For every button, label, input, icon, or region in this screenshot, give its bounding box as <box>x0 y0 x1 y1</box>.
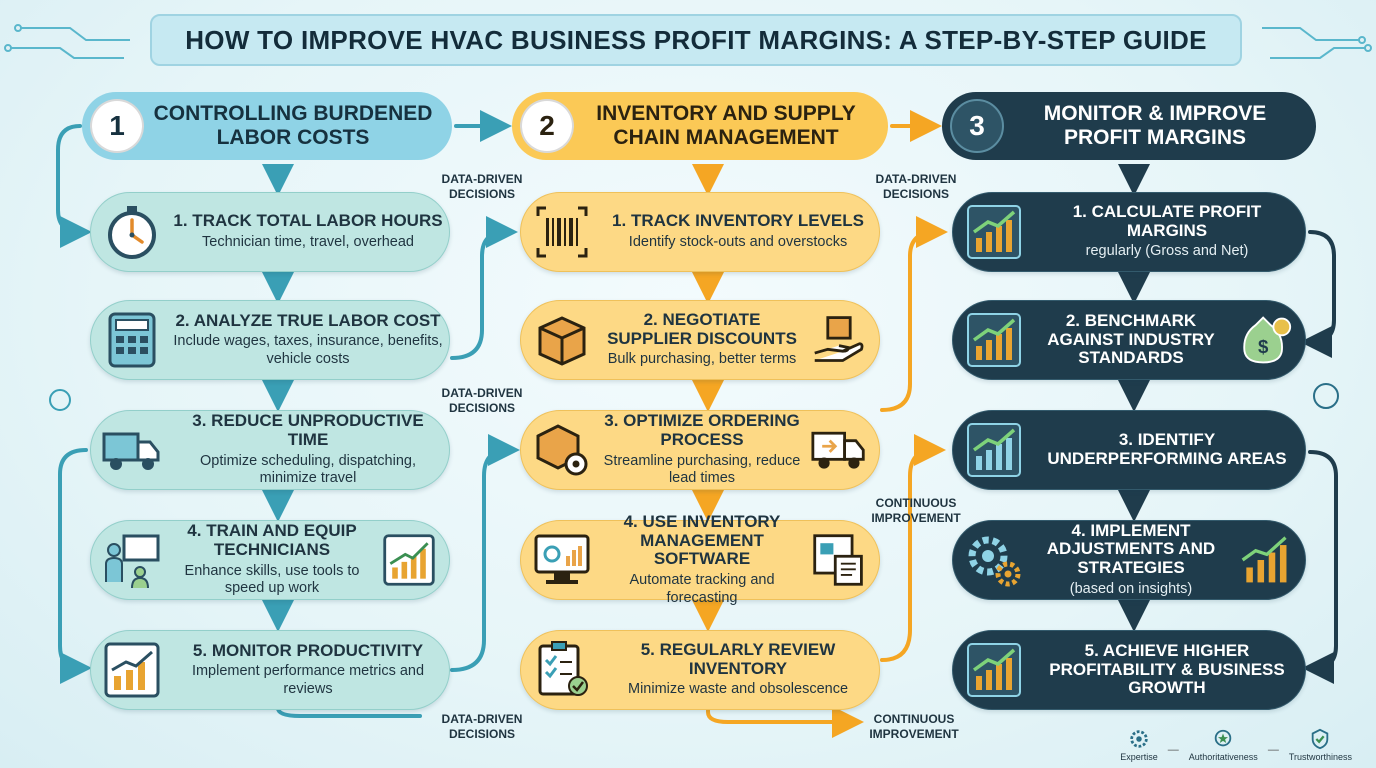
growth-chart-icon <box>959 415 1029 485</box>
step-subtitle: Enhance skills, use tools to speed up wo… <box>184 562 360 597</box>
step-title: 3. IDENTIFY UNDERPERFORMING AREAS <box>1047 430 1287 468</box>
column-header-inventory: 2 INVENTORY AND SUPPLY CHAIN MANAGEMENT <box>512 92 888 160</box>
document-window-icon <box>807 528 871 592</box>
growth-chart-icon <box>959 635 1029 705</box>
step-number-badge: 2 <box>520 99 574 153</box>
step-card-identify-underperforming: 3. IDENTIFY UNDERPERFORMING AREAS <box>952 410 1306 490</box>
growth-chart-icon <box>959 305 1029 375</box>
money-bag-icon: $ <box>1233 308 1297 372</box>
step-card-reduce-unproductive-time: 3. REDUCE UNPRODUCTIVE TIME Optimize sch… <box>90 410 450 490</box>
step-title: 3. REDUCE UNPRODUCTIVE TIME <box>192 411 424 450</box>
monitor-icon <box>527 525 597 595</box>
box-icon <box>527 305 597 375</box>
step-subtitle: Include wages, taxes, insurance, benefit… <box>173 333 443 367</box>
step-title: 1. TRACK TOTAL LABOR HOURS <box>173 211 443 231</box>
column-heading-line1: INVENTORY AND SUPPLY <box>596 101 856 125</box>
page-title: HOW TO IMPROVE HVAC BUSINESS PROFIT MARG… <box>150 14 1242 66</box>
step-title: 3. OPTIMIZE ORDERING PROCESS <box>604 411 800 450</box>
step-subtitle: Automate tracking and forecasting <box>629 572 775 606</box>
training-icon <box>97 525 167 595</box>
expertise-badge: Expertise <box>1120 728 1158 762</box>
step-subtitle: Identify stock-outs and overstocks <box>628 234 848 251</box>
step-title: 4. IMPLEMENT ADJUSTMENTS AND STRATEGIES <box>1046 520 1216 578</box>
report-chart-icon <box>377 528 441 592</box>
stopwatch-icon <box>97 197 167 267</box>
badge-separator: — <box>1267 744 1279 756</box>
step-title: 1. TRACK INVENTORY LEVELS <box>612 211 864 231</box>
step-title: 2. NEGOTIATE SUPPLIER DISCOUNTS <box>607 310 797 348</box>
gear-icon <box>1130 730 1148 748</box>
step-subtitle: Minimize waste and obsolescence <box>627 681 849 698</box>
step-card-analyze-labor-cost: 2. ANALYZE TRUE LABOR COST Include wages… <box>90 300 450 380</box>
growth-chart-icon <box>959 197 1029 267</box>
trend-chart-icon <box>1233 528 1297 592</box>
step-card-inventory-software: 4. USE INVENTORY MANAGEMENT SOFTWARE Aut… <box>520 512 880 606</box>
svg-text:$: $ <box>1258 336 1269 357</box>
box-gear-icon <box>527 415 597 485</box>
column-heading-line2: LABOR COSTS <box>216 126 370 149</box>
checklist-icon <box>527 635 597 705</box>
step-number-badge: 1 <box>90 99 144 153</box>
step-card-benchmark: 2. BENCHMARK AGAINST INDUSTRY STANDARDS … <box>952 300 1306 380</box>
eeat-badges: Expertise — Authoritativeness — Trustwor… <box>1120 728 1352 762</box>
step-title: 1. CALCULATE PROFIT MARGINS <box>1072 202 1262 240</box>
column-heading-line2: CHAIN MANAGEMENT <box>613 126 839 149</box>
step-card-monitor-productivity: 5. MONITOR PRODUCTIVITY Implement perfor… <box>90 630 450 710</box>
hand-box-icon <box>807 308 871 372</box>
chart-icon <box>97 635 167 705</box>
step-title: 5. ACHIEVE HIGHER PROFITABILITY & BUSINE… <box>1049 640 1285 698</box>
calculator-icon <box>97 305 167 375</box>
column-heading-line1: CONTROLLING BURDENED <box>153 101 433 125</box>
truck-icon <box>97 415 167 485</box>
step-title: 5. REGULARLY REVIEW INVENTORY <box>640 640 836 678</box>
step-title: 5. MONITOR PRODUCTIVITY <box>192 640 424 660</box>
shield-check-icon <box>1312 728 1329 750</box>
column-header-labor-costs: 1 CONTROLLING BURDENED LABOR COSTS <box>82 92 452 160</box>
step-subtitle: Optimize scheduling, dispatching, minimi… <box>199 452 416 487</box>
step-subtitle: regularly (Gross and Net) <box>1085 243 1249 260</box>
column-heading-line2: PROFIT MARGINS <box>1064 126 1246 149</box>
delivery-truck-icon <box>807 418 871 482</box>
step-subtitle: Bulk purchasing, better terms <box>607 351 797 368</box>
step-title: 4. USE INVENTORY MANAGEMENT SOFTWARE <box>623 512 781 569</box>
badge-separator: — <box>1167 744 1179 756</box>
step-card-achieve-growth: 5. ACHIEVE HIGHER PROFITABILITY & BUSINE… <box>952 630 1306 710</box>
award-icon <box>1215 729 1232 747</box>
barcode-icon <box>527 197 597 267</box>
step-title: 2. BENCHMARK AGAINST INDUSTRY STANDARDS <box>1047 310 1215 368</box>
step-card-track-labor-hours: 1. TRACK TOTAL LABOR HOURS Technician ti… <box>90 192 450 272</box>
step-subtitle: Streamline purchasing, reduce lead times <box>603 452 801 487</box>
step-title: 4. TRAIN AND EQUIP TECHNICIANS <box>187 521 357 560</box>
step-title: 2. ANALYZE TRUE LABOR COST <box>175 310 441 330</box>
step-number-badge: 3 <box>950 99 1004 153</box>
step-card-optimize-ordering: 3. OPTIMIZE ORDERING PROCESS Streamline … <box>520 410 880 490</box>
column-heading-line1: MONITOR & IMPROVE <box>1043 101 1267 125</box>
authoritativeness-badge: Authoritativeness <box>1189 728 1258 762</box>
trustworthiness-badge: Trustworthiness <box>1289 728 1352 762</box>
step-card-review-inventory: 5. REGULARLY REVIEW INVENTORY Minimize w… <box>520 630 880 710</box>
step-card-track-inventory: 1. TRACK INVENTORY LEVELS Identify stock… <box>520 192 880 272</box>
step-card-train-technicians: 4. TRAIN AND EQUIP TECHNICIANS Enhance s… <box>90 520 450 600</box>
step-card-negotiate-discounts: 2. NEGOTIATE SUPPLIER DISCOUNTS Bulk pur… <box>520 300 880 380</box>
column-header-profit-margins: 3 MONITOR & IMPROVE PROFIT MARGINS <box>942 92 1316 160</box>
step-card-calculate-margins: 1. CALCULATE PROFIT MARGINS regularly (G… <box>952 192 1306 272</box>
step-subtitle: Technician time, travel, overhead <box>202 234 414 251</box>
step-subtitle: (based on insights) <box>1069 580 1193 597</box>
step-card-implement-adjustments: 4. IMPLEMENT ADJUSTMENTS AND STRATEGIES … <box>952 520 1306 600</box>
step-subtitle: Implement performance metrics and review… <box>191 663 425 697</box>
gears-icon <box>959 525 1029 595</box>
